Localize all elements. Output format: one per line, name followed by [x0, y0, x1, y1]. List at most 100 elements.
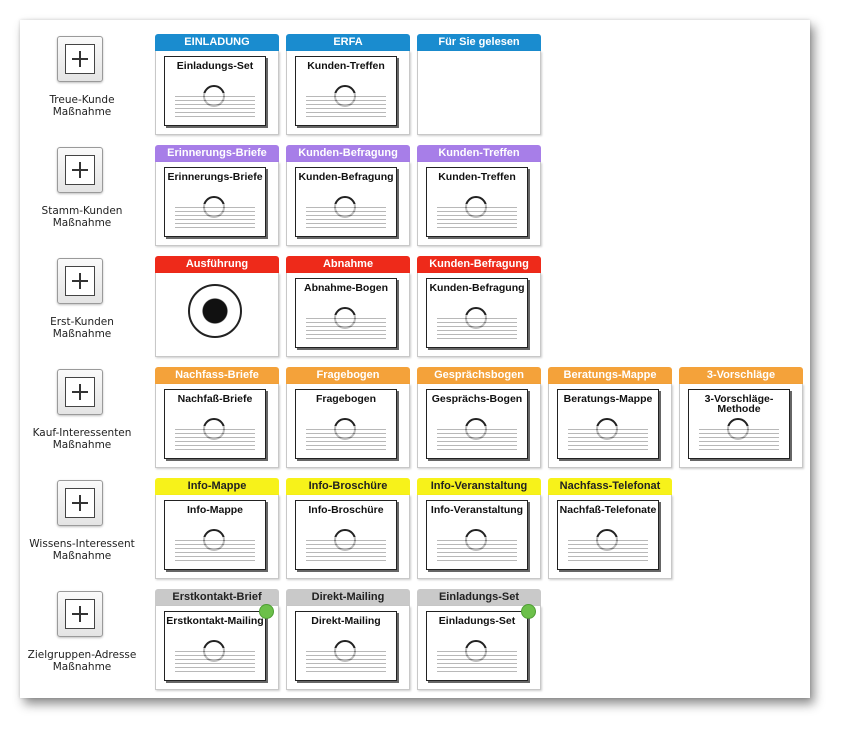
add-button[interactable]	[57, 369, 103, 415]
thumbnail-title: Nachfaß-Telefonate	[559, 504, 657, 516]
thumbnail-title: Beratungs-Mappe	[563, 393, 653, 405]
thumbnail-title: Direkt-Mailing	[311, 615, 381, 627]
card-header: Einladungs-Set	[417, 589, 541, 606]
row-label-line2: Maßnahme	[52, 106, 112, 118]
row-label-line1: Stamm-Kunden	[41, 205, 123, 217]
campaign-card[interactable]: Für Sie gelesen	[417, 34, 541, 136]
row-label-line2: Maßnahme	[52, 550, 112, 562]
card-header: Gesprächsbogen	[417, 367, 541, 384]
card-body: Nachfaß-Telefonate	[548, 495, 672, 579]
card-header: 3-Vorschläge	[679, 367, 803, 384]
card-body: Info-Veranstaltung	[417, 495, 541, 579]
card-thumbnail: Kunden-Treffen	[426, 167, 528, 237]
thumbnail-text-lines	[175, 648, 255, 672]
card-body: Beratungs-Mappe	[548, 384, 672, 468]
add-button[interactable]	[57, 147, 103, 193]
campaign-card[interactable]: ERFA Kunden-Treffen	[286, 34, 410, 136]
card-header: Info-Veranstaltung	[417, 478, 541, 495]
thumbnail-title: Abnahme-Bogen	[304, 282, 388, 294]
thumbnail-text-lines	[437, 315, 517, 339]
status-dot-icon	[259, 604, 274, 619]
plus-icon	[65, 44, 95, 74]
card-header: Erinnerungs-Briefe	[155, 145, 279, 162]
card-body	[155, 273, 279, 357]
card-body: Einladungs-Set	[417, 604, 541, 690]
row-label-line2: Maßnahme	[52, 439, 112, 451]
thumbnail-title: Erinnerungs-Briefe	[167, 171, 263, 183]
thumbnail-title: Kunden-Treffen	[307, 60, 385, 72]
card-thumbnail: Gesprächs-Bogen	[426, 389, 528, 459]
card-thumbnail: Kunden-Befragung	[295, 167, 397, 237]
add-button[interactable]	[57, 591, 103, 637]
card-body: Kunden-Treffen	[286, 51, 410, 135]
add-button[interactable]	[57, 36, 103, 82]
thumbnail-title: Einladungs-Set	[438, 615, 516, 627]
card-thumbnail: 3-Vorschläge-Methode	[688, 389, 790, 459]
thumbnail-title: Erstkontakt-Mailing	[166, 615, 264, 627]
card-body: 3-Vorschläge-Methode	[679, 384, 803, 468]
card-thumbnail: Kunden-Treffen	[295, 56, 397, 126]
card-header: Info-Broschüre	[286, 478, 410, 495]
card-body: Direkt-Mailing	[286, 606, 410, 690]
card-thumbnail: Direkt-Mailing	[295, 611, 397, 681]
thumbnail-title: Info-Broschüre	[308, 504, 384, 516]
thumbnail-text-lines	[437, 426, 517, 450]
card-body: Kunden-Treffen	[417, 162, 541, 246]
card-header: Direkt-Mailing	[286, 589, 410, 606]
card-header: Fragebogen	[286, 367, 410, 384]
thumbnail-text-lines	[699, 426, 779, 450]
row-label-line2: Maßnahme	[52, 661, 112, 673]
add-button[interactable]	[57, 480, 103, 526]
thumbnail-text-lines	[437, 648, 517, 672]
campaign-card[interactable]: 3-Vorschläge 3-Vorschläge-Methode	[679, 367, 803, 469]
thumbnail-title: 3-Vorschläge-Methode	[704, 393, 774, 415]
card-thumbnail: Fragebogen	[295, 389, 397, 459]
thumbnail-text-lines	[175, 537, 255, 561]
card-thumbnail: Info-Mappe	[164, 500, 266, 570]
card-header: Nachfass-Telefonat	[548, 478, 672, 495]
card-header: ERFA	[286, 34, 410, 51]
card-thumbnail: Info-Veranstaltung	[426, 500, 528, 570]
campaign-card[interactable]: Ausführung	[155, 256, 279, 358]
row-label-line1: Erst-Kunden	[50, 316, 114, 328]
card-body: Fragebogen	[286, 384, 410, 468]
card-body: Gesprächs-Bogen	[417, 384, 541, 468]
card-header: Kunden-Befragung	[286, 145, 410, 162]
row-label-line1: Wissens-Interessent	[29, 538, 135, 550]
card-header: Info-Mappe	[155, 478, 279, 495]
card-thumbnail: Einladungs-Set	[426, 611, 528, 681]
card-thumbnail: Nachfaß-Briefe	[164, 389, 266, 459]
row-label-line2: Maßnahme	[52, 328, 112, 340]
add-button[interactable]	[57, 258, 103, 304]
thumbnail-text-lines	[175, 93, 255, 117]
card-header: EINLADUNG	[155, 34, 279, 51]
card-thumbnail: Abnahme-Bogen	[295, 278, 397, 348]
